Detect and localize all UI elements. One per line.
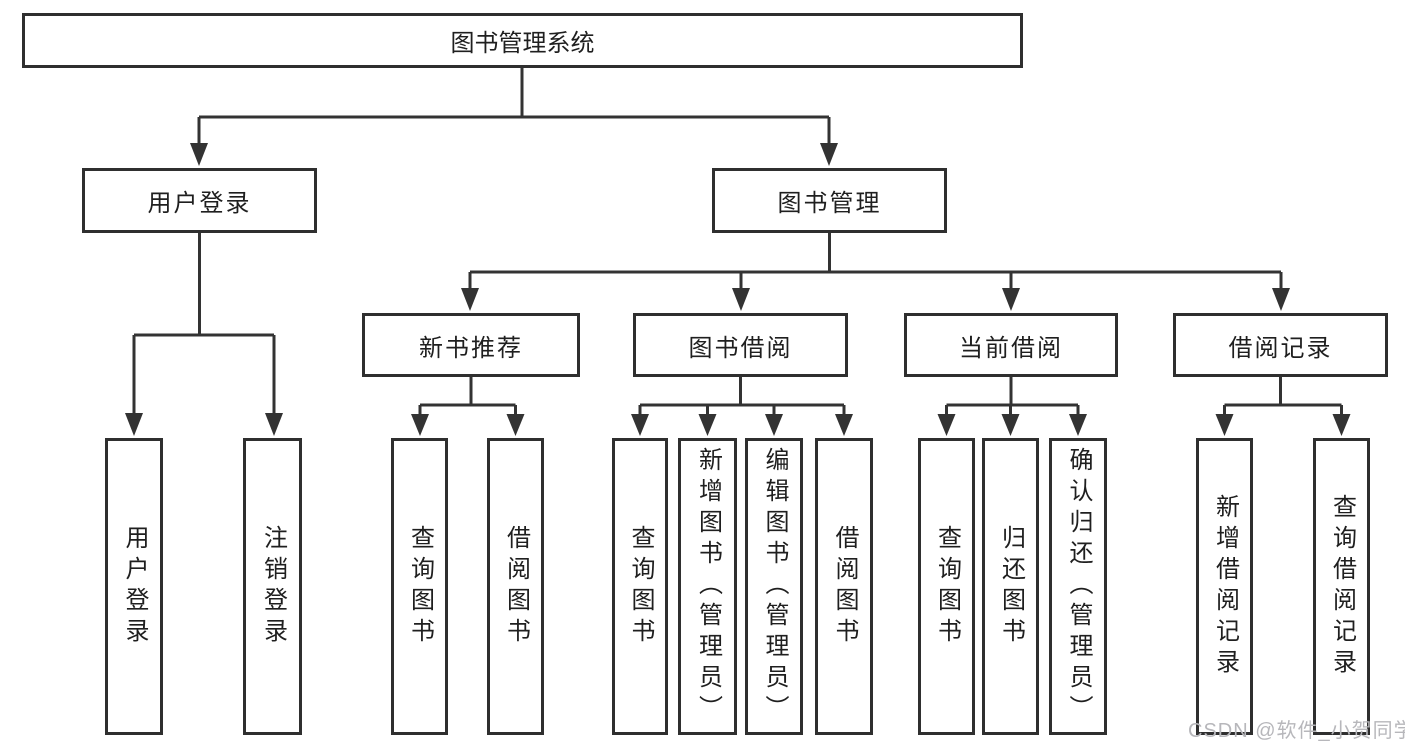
leaf-borrow-book-recommend: 借阅图书	[487, 438, 544, 735]
node-label: 新书推荐	[419, 334, 523, 362]
leaf-edit-book-admin: 编辑图书（管理员）	[745, 438, 803, 735]
node-label: 借阅记录	[1228, 334, 1333, 362]
leaf-label: 新增图书（管理员）	[694, 447, 722, 726]
leaf-confirm-return-admin: 确认归还（管理员）	[1049, 438, 1107, 735]
csdn-watermark: CSDN @软件_小贺同学	[1188, 720, 1405, 742]
leaf-query-borrow-record: 查询借阅记录	[1313, 438, 1370, 735]
leaf-return-book: 归还图书	[982, 438, 1039, 735]
leaf-add-book-admin: 新增图书（管理员）	[678, 438, 737, 735]
leaf-label: 查询图书	[406, 524, 434, 649]
leaf-label: 归还图书	[997, 524, 1025, 649]
node-label: 用户登录	[147, 190, 252, 217]
node-borrowing-records: 借阅记录	[1173, 313, 1388, 377]
node-new-book-recommend: 新书推荐	[362, 313, 580, 377]
node-label: 图书管理	[777, 190, 882, 217]
connector-paths	[132, 66, 1343, 418]
node-label: 图书借阅	[688, 334, 793, 362]
leaf-label: 用户登录	[121, 524, 148, 649]
leaf-label: 确认归还（管理员）	[1065, 447, 1092, 726]
leaf-query-book-borrow: 查询图书	[612, 438, 668, 735]
node-label: 图书管理系统	[450, 30, 595, 57]
node-current-borrowing: 当前借阅	[904, 313, 1118, 377]
node-user-login: 用户登录	[82, 168, 317, 233]
leaf-label: 注销登录	[259, 524, 287, 649]
arrowheads	[125, 143, 1351, 436]
leaf-label: 查询图书	[933, 524, 961, 649]
node-label: 当前借阅	[959, 334, 1063, 362]
leaf-add-borrow-record: 新增借阅记录	[1196, 438, 1253, 735]
leaf-label: 借阅图书	[502, 524, 530, 649]
node-library-management-system: 图书管理系统	[22, 13, 1023, 68]
leaf-logout: 注销登录	[243, 438, 302, 735]
leaf-label: 新增借阅记录	[1211, 493, 1239, 680]
leaf-query-book-recommend: 查询图书	[391, 438, 448, 735]
node-book-management: 图书管理	[712, 168, 947, 233]
leaf-borrow-book: 借阅图书	[815, 438, 873, 735]
leaf-label: 查询借阅记录	[1328, 493, 1356, 680]
leaf-user-login: 用户登录	[105, 438, 163, 735]
leaf-query-book-current: 查询图书	[918, 438, 975, 735]
leaf-label: 编辑图书（管理员）	[761, 447, 788, 726]
node-book-borrowing: 图书借阅	[633, 313, 848, 377]
leaf-label: 借阅图书	[831, 524, 858, 649]
leaf-label: 查询图书	[627, 524, 654, 649]
